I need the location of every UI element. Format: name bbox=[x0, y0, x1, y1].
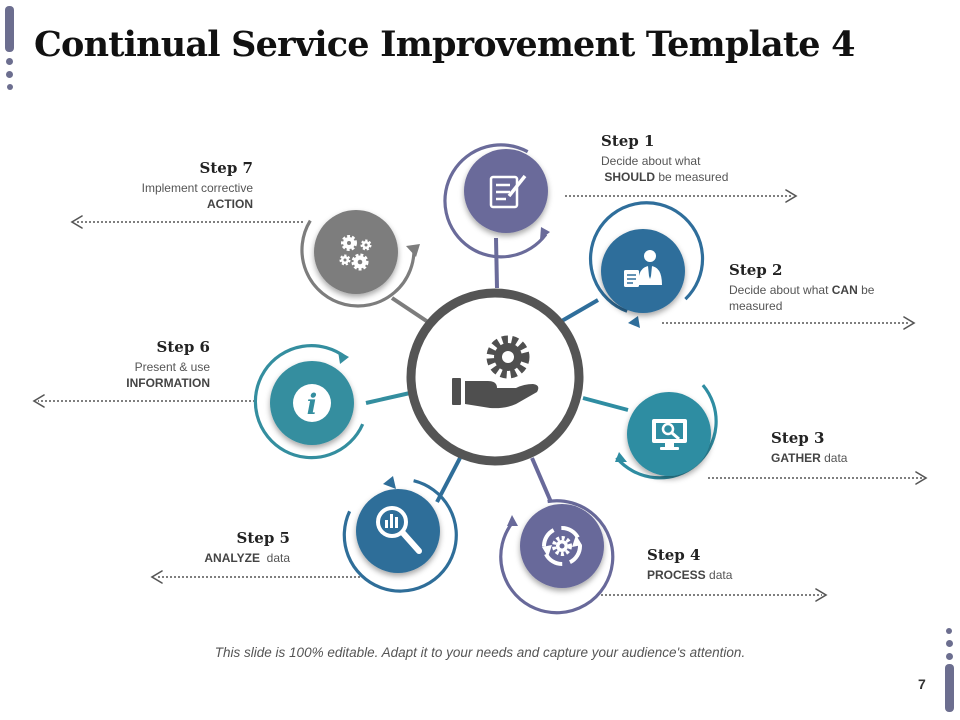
monitor-search-icon bbox=[652, 419, 687, 450]
step-2-label: Step 2 Decide about what CAN be measured bbox=[729, 261, 875, 313]
step-5-node bbox=[356, 489, 440, 573]
step-1-label: Step 1 Decide about what SHOULD be measu… bbox=[601, 132, 729, 184]
page-title: Continual Service Improvement Template 4 bbox=[34, 24, 855, 65]
info-icon: i bbox=[293, 384, 331, 422]
gear-hand-icon bbox=[452, 335, 539, 409]
step-4-label: Step 4 PROCESS data bbox=[647, 546, 733, 582]
footer-note: This slide is 100% editable. Adapt it to… bbox=[214, 645, 746, 660]
svg-text:i: i bbox=[307, 388, 318, 421]
businessman-document-icon bbox=[624, 250, 662, 287]
step-3-label: Step 3 GATHER data bbox=[771, 429, 848, 465]
cycle-gear-icon bbox=[542, 526, 582, 566]
page-number: 7 bbox=[918, 676, 926, 692]
step-5-label: Step 5 ANALYZE data bbox=[204, 529, 290, 565]
step-7-node bbox=[314, 210, 398, 294]
gears-icon bbox=[339, 235, 372, 271]
step-7-label: Step 7 Implement corrective ACTION bbox=[141, 159, 253, 211]
magnifier-chart-icon bbox=[376, 506, 422, 554]
center-ring bbox=[406, 288, 584, 466]
notepad-pen-icon bbox=[489, 174, 527, 209]
step-6-label: Step 6 Present & use INFORMATION bbox=[126, 338, 210, 390]
